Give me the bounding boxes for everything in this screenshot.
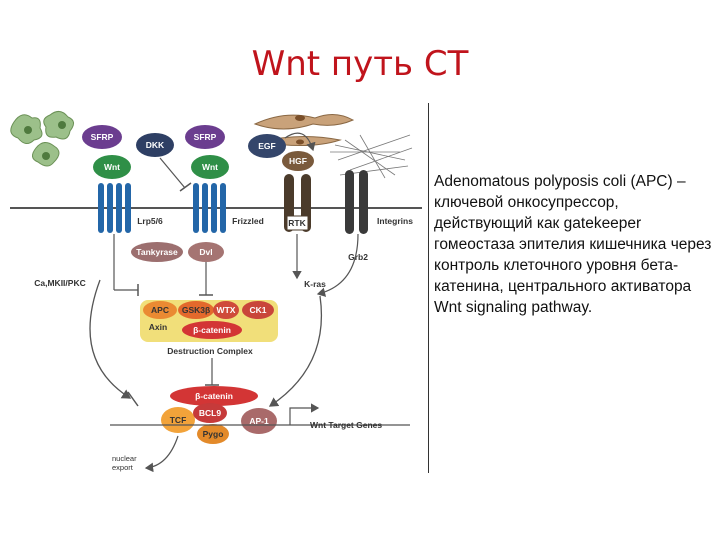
svg-text:DKK: DKK <box>146 140 165 150</box>
ap1: AP-1 <box>241 408 277 434</box>
tcf: TCF <box>161 407 195 433</box>
svg-text:Wnt: Wnt <box>202 162 218 172</box>
svg-text:β-catenin: β-catenin <box>193 325 231 335</box>
lrp-label: Lrp5/6 <box>137 216 163 226</box>
wnt-left: Wnt <box>93 155 131 179</box>
dkk: DKK <box>136 133 174 157</box>
integrins-label: Integrins <box>377 216 413 226</box>
dvl: Dvl <box>188 242 224 262</box>
bcl9: BCL9 <box>193 403 227 423</box>
beta-catenin-nuclear: β-catenin <box>170 386 258 406</box>
nuclear-export-label-1: nuclear <box>112 454 137 463</box>
grb2-label: Grb2 <box>348 252 368 262</box>
nuclear-export-label-2: export <box>112 463 134 472</box>
sfrp-right: SFRP <box>185 125 225 149</box>
kras-label: K-ras <box>304 279 326 289</box>
frizzled-label: Frizzled <box>232 216 264 226</box>
svg-text:SFRP: SFRP <box>194 132 217 142</box>
svg-text:Dvl: Dvl <box>199 247 212 257</box>
svg-text:GSK3β: GSK3β <box>182 305 210 315</box>
pygo: Pygo <box>197 424 229 444</box>
svg-text:WTX: WTX <box>217 305 236 315</box>
svg-text:APC: APC <box>151 305 169 315</box>
divider-line <box>428 103 429 473</box>
tankyrase: Tankyrase <box>131 242 183 262</box>
wnt-pathway-diagram: SFRP DKK SFRP EGF Wnt Wnt HGF Lrp5/6 <box>10 111 422 473</box>
svg-text:CK1: CK1 <box>249 305 266 315</box>
target-genes-label: Wnt Target Genes <box>310 420 382 430</box>
svg-text:HGF: HGF <box>289 156 307 166</box>
integrin-receptor <box>345 170 368 234</box>
egf: EGF <box>248 134 286 158</box>
svg-text:Axin: Axin <box>149 322 167 332</box>
slide-title: Wnt путь СТ <box>251 44 469 84</box>
svg-text:TCF: TCF <box>170 415 187 425</box>
svg-text:Wnt: Wnt <box>104 162 120 172</box>
extracellular-cells-icon <box>10 111 74 167</box>
svg-text:EGF: EGF <box>258 141 275 151</box>
rtk-receptor <box>284 174 311 232</box>
svg-text:Pygo: Pygo <box>203 429 224 439</box>
svg-text:AP-1: AP-1 <box>249 416 269 426</box>
description-text: Adenomatous polyposis coli (APC) – ключе… <box>434 173 712 316</box>
sfrp-left: SFRP <box>82 125 122 149</box>
extracellular-matrix-icon <box>330 134 413 179</box>
svg-text:Tankyrase: Tankyrase <box>136 247 178 257</box>
lrp-receptor <box>98 183 131 233</box>
wnt-right: Wnt <box>191 155 229 179</box>
svg-text:SFRP: SFRP <box>91 132 114 142</box>
camkii-label: Ca,MKII/PKC <box>34 278 85 288</box>
svg-text:β-catenin: β-catenin <box>195 391 233 401</box>
destruction-complex: APC GSK3β WTX CK1 Axin β-catenin <box>140 300 278 342</box>
hgf: HGF <box>282 151 314 171</box>
destruction-complex-label: Destruction Complex <box>167 346 253 356</box>
rtk-label: RTK <box>288 218 306 228</box>
svg-text:BCL9: BCL9 <box>199 408 221 418</box>
frizzled-receptor <box>193 183 226 233</box>
